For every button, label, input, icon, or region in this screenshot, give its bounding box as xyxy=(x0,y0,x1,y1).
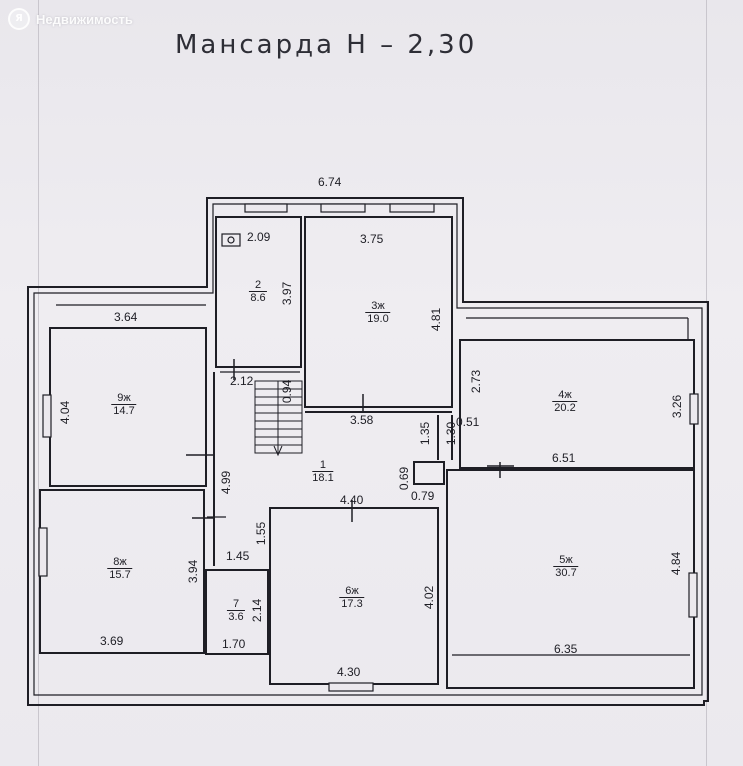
room-2-walls xyxy=(215,216,302,368)
watermark: Я Недвижимость xyxy=(8,8,133,30)
dim-r4-bottom: 6.51 xyxy=(552,451,576,465)
dim-r4-right: 3.26 xyxy=(670,394,685,419)
dim-051: 0.51 xyxy=(456,415,480,429)
room-label-9: 9ж 14.7 xyxy=(111,392,137,417)
margin-line xyxy=(706,0,707,766)
dim-r3-width: 3.75 xyxy=(360,232,384,246)
dim-r7-bottom: 1.70 xyxy=(222,637,246,651)
room-number: 9ж xyxy=(111,392,137,405)
window xyxy=(42,394,52,438)
dim-145: 1.45 xyxy=(226,549,250,563)
room-area: 20.2 xyxy=(554,402,576,414)
dim-hall-212: 2.12 xyxy=(230,374,254,388)
window xyxy=(320,203,366,213)
room-number: 8ж xyxy=(107,556,133,569)
dim-135: 1.35 xyxy=(418,421,433,446)
room-label-1: 1 18.1 xyxy=(312,459,334,484)
room-number: 2 xyxy=(248,279,268,292)
dim-r6-bottom: 4.30 xyxy=(337,665,361,679)
dim-r6-height: 4.02 xyxy=(422,585,437,610)
watermark-text: Недвижимость xyxy=(36,11,133,27)
door-marks xyxy=(186,359,514,522)
room-number: 3ж xyxy=(365,300,391,313)
window xyxy=(688,572,698,618)
window xyxy=(389,203,435,213)
dim-r2-width: 2.09 xyxy=(247,230,271,244)
room-area: 8.6 xyxy=(250,292,266,304)
room-label-5: 5ж 30.7 xyxy=(553,554,579,579)
staircase xyxy=(254,380,303,457)
dim-r3-height: 4.81 xyxy=(429,307,444,332)
room-area: 19.0 xyxy=(367,313,389,325)
dim-r7-height: 2.14 xyxy=(250,598,265,623)
dim-r3-bottom: 3.58 xyxy=(350,413,374,427)
room-label-7: 7 3.6 xyxy=(226,598,246,623)
window xyxy=(328,682,374,692)
room-area: 18.1 xyxy=(312,472,334,484)
dim-r8-height: 3.94 xyxy=(186,559,201,584)
dim-155: 1.55 xyxy=(254,521,269,546)
dim-r9-width: 3.64 xyxy=(114,310,138,324)
dim-079: 0.79 xyxy=(411,489,435,503)
dim-r5-bottom: 6.35 xyxy=(554,642,578,656)
outer-wall xyxy=(27,197,709,706)
outer-wall-inner xyxy=(33,203,703,696)
dim-069: 0.69 xyxy=(397,466,412,491)
margin-line xyxy=(38,0,39,766)
yandex-logo-icon: Я xyxy=(8,8,30,30)
window xyxy=(244,203,288,213)
dim-r9-height: 4.04 xyxy=(58,400,73,425)
room-area: 17.3 xyxy=(341,598,363,610)
plan-title: Мансарда Н – 2,30 xyxy=(175,30,478,60)
dim-top-total: 6.74 xyxy=(318,175,342,189)
window xyxy=(38,527,48,577)
dim-r8-bottom: 3.69 xyxy=(100,634,124,648)
room-label-2: 2 8.6 xyxy=(248,279,268,304)
toilet-icon xyxy=(221,233,241,247)
room-area: 3.6 xyxy=(228,611,244,623)
room-label-8: 8ж 15.7 xyxy=(107,556,133,581)
windows xyxy=(38,203,699,692)
room-label-6: 6ж 17.3 xyxy=(339,585,365,610)
room-number: 6ж xyxy=(339,585,365,598)
dim-r4-left: 2.73 xyxy=(469,369,484,394)
room-number: 1 xyxy=(312,459,334,472)
room-label-4: 4ж 20.2 xyxy=(552,389,578,414)
room-number: 5ж xyxy=(553,554,579,567)
room-number: 7 xyxy=(226,598,246,611)
window xyxy=(689,393,699,425)
dim-r6-top: 4.40 xyxy=(340,493,364,507)
dim-stair: 0.94 xyxy=(280,379,295,404)
dim-hall-499: 4.99 xyxy=(219,470,234,495)
room-3-walls xyxy=(304,216,453,408)
dim-r2-height: 3.97 xyxy=(280,281,295,306)
room-area: 30.7 xyxy=(555,567,577,579)
room-label-3: 3ж 19.0 xyxy=(365,300,391,325)
room-area: 15.7 xyxy=(109,569,131,581)
room-number: 4ж xyxy=(552,389,578,402)
dim-r5-height: 4.84 xyxy=(669,551,684,576)
room-area: 14.7 xyxy=(113,405,135,417)
